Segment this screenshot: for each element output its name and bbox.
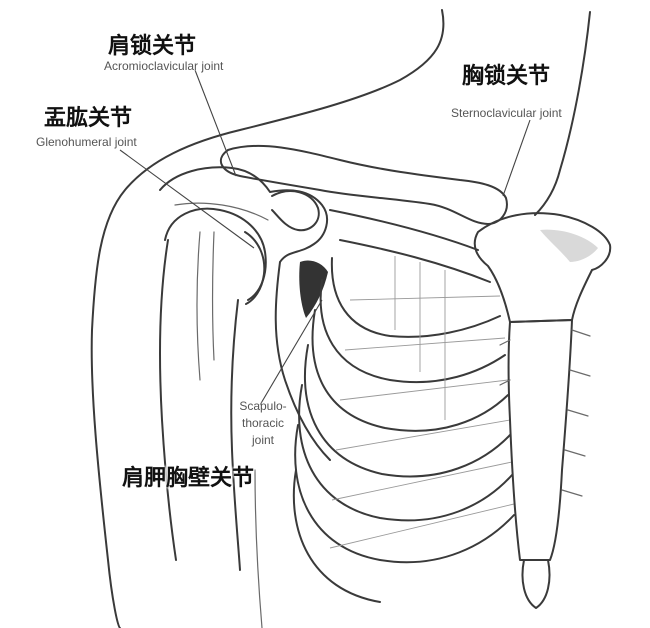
xiphoid-process [521, 559, 551, 609]
leader-glenohumeral [119, 149, 255, 249]
scapula-lateral-border [274, 261, 331, 461]
leader-scapulothoracic [259, 299, 323, 406]
coracoid-process [271, 190, 320, 232]
glenoid [244, 231, 266, 305]
costal-cartilage-notches [499, 329, 591, 497]
humeral-head [164, 207, 267, 301]
glenohumeral-label-en: Glenohumeral joint [36, 135, 137, 149]
manubrium [473, 212, 612, 323]
clavicle-bone [219, 144, 508, 225]
scapula-spine [174, 202, 269, 221]
sternum-body [507, 319, 573, 561]
humerus-groove [196, 231, 201, 381]
scapulothoracic-label-en-line-1: Scapulo- [239, 399, 287, 413]
scapulothoracic-label-cn: 肩胛胸壁关节 [122, 466, 255, 491]
scapulothoracic-label-en-line-2: thoracic [241, 416, 285, 430]
shoulder-skin-outline [90, 9, 445, 628]
acromioclavicular-label-cn: 肩锁关节 [108, 34, 197, 59]
humerus-lateral [159, 239, 177, 561]
sternoclavicular-label-cn: 胸锁关节 [462, 64, 551, 89]
leader-sternoclavicular [502, 119, 531, 197]
humerus-groove-2 [211, 231, 215, 361]
arm-inner-outline [254, 469, 263, 628]
scapulothoracic-label-en-line-3: joint [251, 433, 274, 447]
rib-cage [292, 209, 515, 603]
sternoclavicular-label-en: Sternoclavicular joint [451, 106, 562, 120]
humerus-medial [230, 299, 241, 571]
leader-acromioclavicular [194, 69, 237, 177]
manubrium-shade [540, 229, 598, 262]
neck-outline [534, 11, 591, 216]
glenohumeral-label-cn: 盂肱关节 [44, 106, 133, 131]
scapulothoracic-label-en: Scapulo- thoracic joint [218, 398, 308, 449]
joint-shadow [299, 260, 328, 318]
acromioclavicular-label-en: Acromioclavicular joint [104, 59, 224, 73]
